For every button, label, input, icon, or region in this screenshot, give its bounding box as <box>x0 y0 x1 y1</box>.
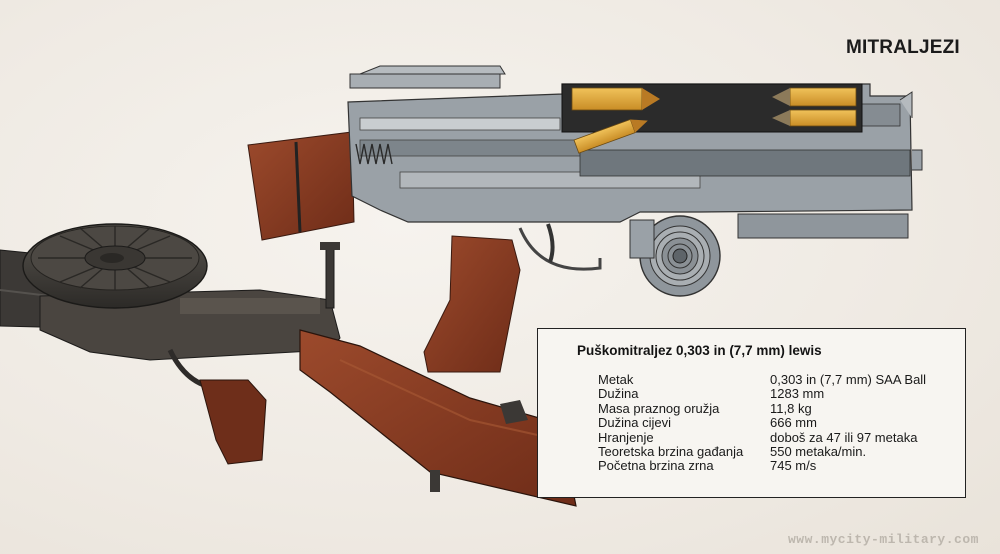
spec-title: Puškomitraljez 0,303 in (7,7 mm) lewis <box>577 343 822 358</box>
spec-row: Masa praznog oružja 11,8 kg <box>598 400 958 416</box>
spec-value: 1283 mm <box>770 386 825 402</box>
spec-row: Hranjenje doboš za 47 ili 97 metaka <box>598 429 958 445</box>
cutaway-drawing <box>247 65 923 373</box>
gun-photo <box>0 223 577 507</box>
spec-value: 550 metaka/min. <box>770 444 867 460</box>
spec-label: Dužina cijevi <box>598 415 671 431</box>
spec-rows: Metak 0,303 in (7,7 mm) SAA Ball Dužina … <box>598 372 958 474</box>
spec-label: Metak <box>598 372 634 387</box>
spec-label: Dužina <box>598 386 639 402</box>
spec-row: Metak 0,303 in (7,7 mm) SAA Ball <box>598 372 958 387</box>
section-heading: MITRALJEZI <box>846 37 960 58</box>
spec-label: Teoretska brzina gađanja <box>598 444 744 460</box>
spec-value: 745 m/s <box>770 458 817 474</box>
spec-label: Masa praznog oružja <box>598 400 720 416</box>
site-watermark: www.mycity-military.com <box>788 532 979 547</box>
spec-value: 0,303 in (7,7 mm) SAA Ball <box>770 372 927 387</box>
specification-box: Puškomitraljez 0,303 in (7,7 mm) lewis M… <box>537 328 966 498</box>
spec-row: Početna brzina zrna 745 m/s <box>598 458 958 474</box>
spec-row: Teoretska brzina gađanja 550 metaka/min. <box>598 444 958 460</box>
spec-value: 666 mm <box>770 415 817 431</box>
spec-label: Početna brzina zrna <box>598 458 714 474</box>
spec-value: doboš za 47 ili 97 metaka <box>770 429 918 445</box>
spec-row: Dužina cijevi 666 mm <box>598 415 958 431</box>
spec-label: Hranjenje <box>598 429 654 445</box>
spec-row: Dužina 1283 mm <box>598 386 958 402</box>
spec-value: 11,8 kg <box>770 400 812 416</box>
